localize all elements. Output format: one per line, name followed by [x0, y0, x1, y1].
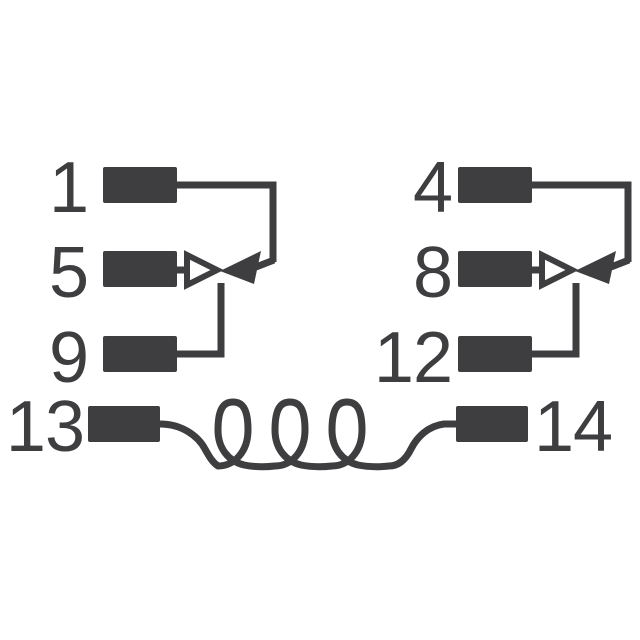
- pin1-wire: [177, 181, 277, 262]
- pin12-terminal: [458, 336, 532, 372]
- pin14-terminal: [456, 406, 528, 442]
- pin4-wire: [532, 181, 632, 262]
- armature-link-right: [609, 256, 631, 271]
- pin5-terminal: [103, 251, 177, 287]
- pin5-label: 5: [49, 233, 88, 313]
- contact-pole-right: [458, 167, 632, 372]
- coil-row: [88, 398, 528, 471]
- movable-contact-arrow-icon-right: [575, 251, 616, 284]
- pin8-terminal: [458, 251, 532, 287]
- pin13-label: 13: [6, 387, 84, 467]
- pin9-label: 9: [49, 318, 88, 398]
- pin1-terminal: [103, 167, 177, 203]
- pin1-label: 1: [49, 148, 88, 228]
- movable-contact-arrow-icon-left: [220, 251, 261, 284]
- pin14-label: 14: [534, 387, 612, 467]
- contact-pole-left: [103, 167, 277, 372]
- fixed-contact-icon-left: [184, 250, 224, 290]
- pin9-wire: [177, 283, 225, 358]
- pin12-wire: [532, 283, 580, 358]
- pin4-terminal: [458, 167, 532, 203]
- pin-labels: 1 5 9 13 4 8 12 14: [6, 148, 613, 467]
- pin9-terminal: [103, 336, 177, 372]
- fixed-contact-icon-right: [539, 250, 579, 290]
- coil-winding-icon: [156, 398, 460, 471]
- armature-link-left: [254, 256, 276, 271]
- pin12-label: 12: [374, 318, 452, 398]
- pin4-label: 4: [413, 148, 452, 228]
- pin8-label: 8: [413, 233, 452, 313]
- pin13-terminal: [88, 406, 160, 442]
